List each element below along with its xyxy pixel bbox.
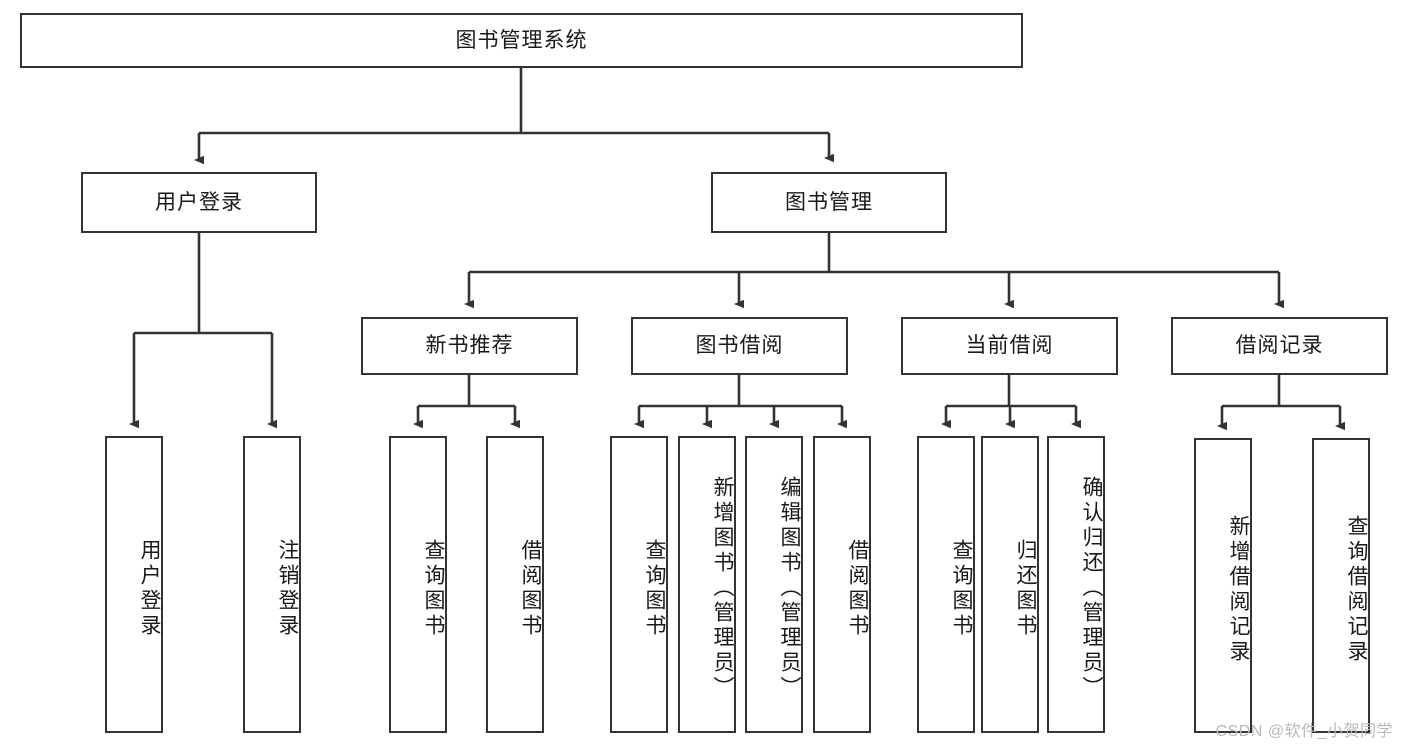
node-borrow-record[interactable]: 借阅记录 bbox=[1171, 317, 1388, 375]
leaf-current-confirm-return-admin[interactable]: 确认归还（管理员） bbox=[1047, 436, 1105, 733]
node-user-login[interactable]: 用户登录 bbox=[81, 172, 317, 233]
node-label: 借阅图书 bbox=[519, 538, 542, 639]
node-book-management[interactable]: 图书管理 bbox=[711, 172, 947, 233]
node-label: 借阅图书 bbox=[846, 538, 869, 639]
leaf-record-query-record[interactable]: 查询借阅记录 bbox=[1312, 438, 1370, 733]
node-current-borrow[interactable]: 当前借阅 bbox=[901, 317, 1118, 375]
node-book-borrow[interactable]: 图书借阅 bbox=[631, 317, 848, 375]
leaf-record-add-record[interactable]: 新增借阅记录 bbox=[1194, 438, 1252, 733]
node-label: 查询图书 bbox=[422, 538, 445, 639]
leaf-new-book-borrow[interactable]: 借阅图书 bbox=[486, 436, 544, 733]
node-label: 确认归还（管理员） bbox=[1080, 476, 1103, 701]
leaf-current-query-book[interactable]: 查询图书 bbox=[917, 436, 975, 733]
node-label: 新增借阅记录 bbox=[1227, 514, 1250, 665]
node-label: 用户登录 bbox=[155, 190, 243, 214]
leaf-borrow-borrow-book[interactable]: 借阅图书 bbox=[813, 436, 871, 733]
node-label: 编辑图书（管理员） bbox=[778, 476, 801, 701]
node-label: 查询图书 bbox=[643, 538, 666, 639]
node-label: 新增图书（管理员） bbox=[711, 476, 734, 701]
node-label: 查询借阅记录 bbox=[1345, 514, 1368, 665]
node-label: 归还图书 bbox=[1014, 538, 1037, 639]
node-label: 图书借阅 bbox=[695, 334, 784, 358]
node-label: 图书管理系统 bbox=[455, 28, 588, 52]
node-new-book-recommend[interactable]: 新书推荐 bbox=[361, 317, 578, 375]
node-label: 注销登录 bbox=[276, 538, 299, 639]
leaf-current-return-book[interactable]: 归还图书 bbox=[981, 436, 1039, 733]
node-label: 借阅记录 bbox=[1235, 334, 1324, 358]
leaf-user-login-signin[interactable]: 用户登录 bbox=[105, 436, 163, 733]
node-label: 新书推荐 bbox=[425, 334, 514, 358]
leaf-new-book-query[interactable]: 查询图书 bbox=[389, 436, 447, 733]
node-root-book-management-system[interactable]: 图书管理系统 bbox=[20, 13, 1023, 68]
leaf-borrow-query-book[interactable]: 查询图书 bbox=[610, 436, 668, 733]
leaf-borrow-edit-book-admin[interactable]: 编辑图书（管理员） bbox=[745, 436, 803, 733]
node-label: 当前借阅 bbox=[965, 334, 1054, 358]
node-label: 用户登录 bbox=[138, 538, 161, 639]
leaf-user-login-signout[interactable]: 注销登录 bbox=[243, 436, 301, 733]
node-label: 图书管理 bbox=[785, 190, 873, 214]
leaf-borrow-add-book-admin[interactable]: 新增图书（管理员） bbox=[678, 436, 736, 733]
node-label: 查询图书 bbox=[950, 538, 973, 639]
